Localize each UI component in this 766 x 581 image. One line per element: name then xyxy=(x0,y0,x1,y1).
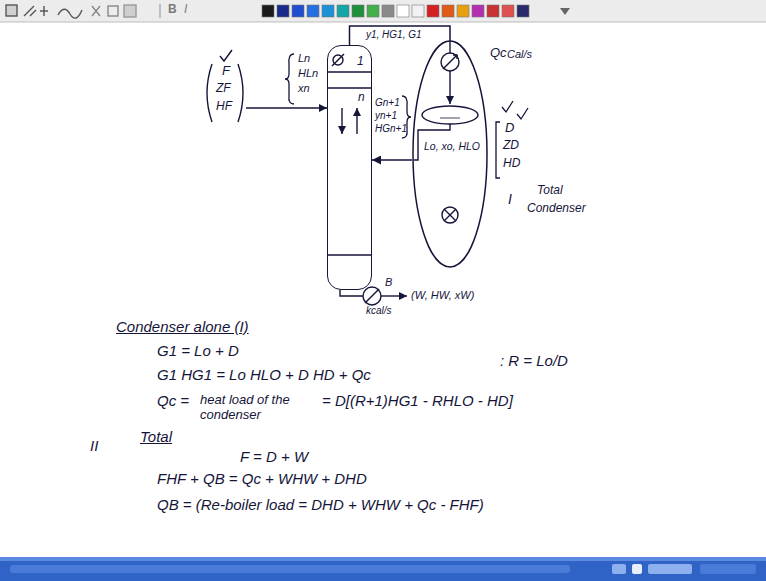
distillation-column: 1n xyxy=(327,45,372,290)
text-slot: B xyxy=(385,276,392,289)
color-palette xyxy=(262,5,570,17)
equation: G1 HG1 = Lo HLO + D HD + Qc xyxy=(157,366,371,383)
text-slot: Cal/s xyxy=(507,48,532,61)
equation: FHF + QB = Qc + WHW + DHD xyxy=(157,470,367,487)
text-slot: G1 = Lo + D xyxy=(157,342,239,359)
stream-line xyxy=(350,26,451,45)
liquid-stream: HLn xyxy=(298,67,318,80)
equation: QB = (Re-boiler load = DHD + WHW + Qc - … xyxy=(157,496,484,513)
text-slot: Total xyxy=(537,184,563,198)
bottoms-stream: (W, HW, xW) xyxy=(411,289,474,302)
heat-unit: kcal/s xyxy=(366,305,392,317)
text-slot: y1, HG1, G1 xyxy=(366,29,422,41)
text-slot: QB = (Re-boiler load = DHD + WHW + Qc - … xyxy=(157,496,484,513)
text-slot: D xyxy=(505,121,514,136)
text-slot: kcal/s xyxy=(366,305,392,317)
note-text: Total xyxy=(537,184,563,198)
stage-number: n xyxy=(358,91,365,105)
text-slot: G1 HG1 = Lo HLO + D HD + Qc xyxy=(157,366,371,383)
status-bar xyxy=(0,557,766,581)
equation: G1 = Lo + D xyxy=(157,342,239,359)
stream-brackets xyxy=(285,54,528,178)
equation: = D[(R+1)HG1 - RHLO - HD] xyxy=(322,392,513,409)
vapour-stream: yn+1 xyxy=(375,110,397,122)
text-slot: xn xyxy=(298,82,310,95)
text-slot: Condenser alone (I) xyxy=(116,318,249,335)
equation: F = D + W xyxy=(240,448,308,465)
section-heading: Condenser alone (I) xyxy=(116,318,249,335)
heat-duty: Qc xyxy=(490,46,507,61)
text-slot: HF xyxy=(216,100,232,114)
distillate-stream: ZD xyxy=(503,139,519,153)
feed-bracket xyxy=(207,50,327,122)
equation: : R = Lo/D xyxy=(500,352,568,369)
text-slot: heat load of the condenser xyxy=(200,393,312,423)
toolbar-icons xyxy=(6,4,160,18)
vapour-stream: HGn+1 xyxy=(375,123,407,135)
text-slot: F xyxy=(222,64,230,79)
reflux-stream: Lo, xo, HLO xyxy=(424,140,480,152)
text-slot: Ln xyxy=(298,52,310,65)
feed-stream: ZF xyxy=(216,82,231,96)
section-heading: Total xyxy=(140,428,172,445)
distillate-stream: HD xyxy=(503,157,520,171)
section-number: II xyxy=(90,437,98,454)
text-slot: II xyxy=(90,437,98,454)
text-slot: HGn+1 xyxy=(375,123,407,135)
heat-unit: Cal/s xyxy=(507,48,532,61)
text-slot: Qc xyxy=(490,46,507,61)
stream-line xyxy=(372,159,412,161)
liquid-stream: xn xyxy=(298,82,310,95)
text-slot: FHF + QB = Qc + WHW + DHD xyxy=(157,470,367,487)
envelope-number: I xyxy=(508,191,512,207)
heat-duty: B xyxy=(385,276,392,289)
toolbar xyxy=(0,0,766,22)
text-slot: ZD xyxy=(503,139,519,153)
column-internals xyxy=(328,54,371,255)
distillate-stream: D xyxy=(505,121,514,136)
text-slot: I xyxy=(184,3,187,17)
condenser-symbols xyxy=(414,40,478,223)
text-slot: HD xyxy=(503,157,520,171)
envelope-ellipse: Lo, xo, HLO xyxy=(412,40,488,268)
feed-stream: HF xyxy=(216,100,232,114)
text-slot: ZF xyxy=(216,82,231,96)
text-slot: n xyxy=(358,91,365,105)
text-slot: Qc = xyxy=(157,392,189,409)
text-slot: Total xyxy=(140,428,172,445)
stage-number: 1 xyxy=(357,55,364,69)
toolbar-glyph: B xyxy=(168,3,177,17)
vapour-stream: y1, HG1, G1 xyxy=(366,29,422,41)
text-slot: Condenser xyxy=(527,202,586,216)
ellipse-outline xyxy=(412,40,488,268)
text-slot: I xyxy=(508,191,512,207)
status-bar-marks xyxy=(10,564,756,574)
vapour-stream: Gn+1 xyxy=(375,97,400,109)
text-slot: yn+1 xyxy=(375,110,397,122)
liquid-stream: Ln xyxy=(298,52,310,65)
equation-note: heat load of the condenser xyxy=(200,393,312,423)
text-slot: (W, HW, xW) xyxy=(411,289,474,302)
text-slot: 1 xyxy=(357,55,364,69)
feed-stream: F xyxy=(222,64,230,79)
text-slot: HLn xyxy=(298,67,318,80)
text-slot: : R = Lo/D xyxy=(500,352,568,369)
toolbar-glyph: I xyxy=(184,3,187,17)
note-text: Condenser xyxy=(527,202,586,216)
text-slot: Lo, xo, HLO xyxy=(424,140,480,152)
text-slot: B xyxy=(168,3,177,17)
text-slot: = D[(R+1)HG1 - RHLO - HD] xyxy=(322,392,513,409)
equation: Qc = xyxy=(157,392,189,409)
text-slot: Gn+1 xyxy=(375,97,400,109)
text-slot: F = D + W xyxy=(240,448,308,465)
